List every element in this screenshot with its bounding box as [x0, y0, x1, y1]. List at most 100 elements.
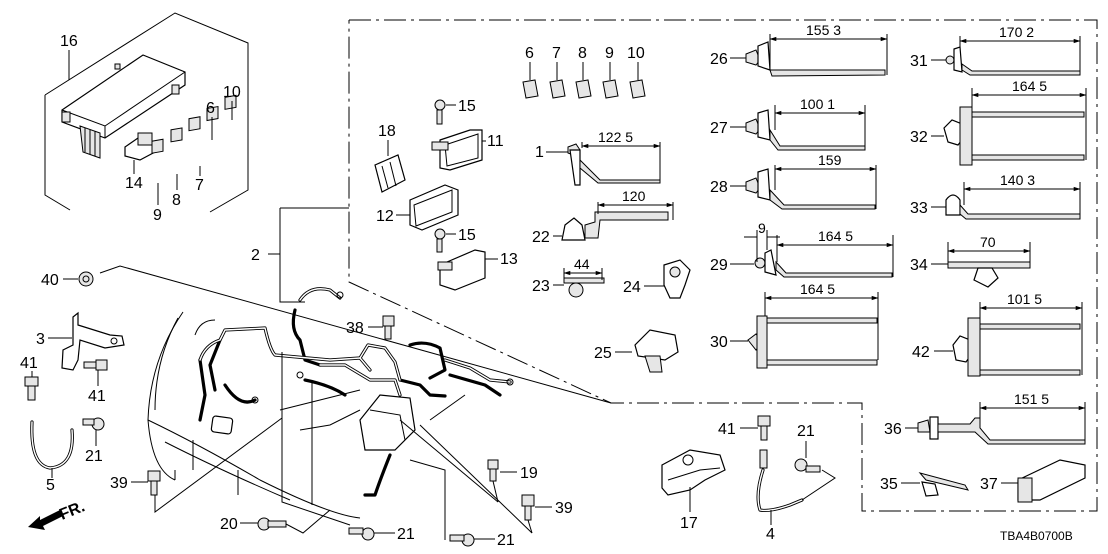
tie-30[interactable]	[747, 315, 878, 369]
callout-5: 5	[46, 477, 55, 494]
fuse-box-group: 16 14 9 8 7 6 10	[44, 12, 249, 224]
callout-9: 9	[605, 45, 614, 62]
clip-7[interactable]	[549, 79, 566, 99]
callout-21-a: 21	[85, 448, 103, 465]
box-11[interactable]	[431, 129, 483, 171]
connector-14[interactable]	[124, 132, 156, 161]
harness-fasteners: 38 21 21 19 39	[346, 315, 573, 549]
ground-cable-5[interactable]	[30, 420, 74, 470]
clip-34[interactable]	[947, 261, 1031, 288]
dim-22: 120	[622, 188, 646, 204]
tie-32[interactable]	[943, 106, 1085, 166]
group-outline	[44, 12, 249, 213]
callout-28: 28	[710, 179, 728, 196]
dim-32: 164 5	[1012, 78, 1047, 94]
cover-17[interactable]	[661, 449, 726, 496]
callout-3: 3	[36, 331, 45, 348]
callout-25: 25	[594, 345, 612, 362]
callout-14: 14	[125, 175, 143, 192]
bolt-21-b[interactable]	[348, 527, 375, 541]
box-12[interactable]	[409, 184, 459, 231]
clip-9[interactable]	[602, 79, 619, 99]
clip-10[interactable]	[629, 79, 646, 99]
callout-30: 30	[710, 334, 728, 351]
callout-41-c: 41	[718, 421, 736, 438]
bolt-38[interactable]	[382, 315, 395, 340]
callout-29: 29	[710, 257, 728, 274]
clip-7-small[interactable]	[188, 116, 201, 132]
tie-42[interactable]	[952, 317, 1081, 377]
clip-25[interactable]	[634, 329, 679, 373]
dim-23: 44	[574, 256, 590, 272]
callout-33: 33	[910, 200, 928, 217]
dim-34: 70	[980, 234, 996, 250]
callout-21-b: 21	[397, 526, 415, 543]
callout-6: 6	[525, 45, 534, 62]
callout-8-small: 8	[172, 192, 181, 209]
callout-32: 32	[910, 129, 928, 146]
tie-33[interactable]	[945, 194, 1081, 220]
callout-10-small: 10	[223, 84, 241, 101]
bolt-41-c[interactable]	[757, 415, 771, 441]
callout-9-small: 9	[153, 207, 162, 224]
callout-2: 2	[251, 247, 260, 264]
callout-13: 13	[500, 251, 518, 268]
bolt-41-a[interactable]	[24, 376, 39, 401]
tie-28[interactable]	[745, 168, 876, 210]
callout-21-d: 21	[797, 423, 815, 440]
tie-27[interactable]	[745, 109, 866, 151]
bolt-15-lower[interactable]	[434, 228, 446, 253]
clip-10-small[interactable]	[224, 94, 237, 110]
clip-23[interactable]	[563, 277, 605, 298]
clip-24[interactable]	[663, 259, 691, 299]
mid-clips: 1 122 5 22 120 23 44 24	[532, 129, 691, 373]
callout-11: 11	[487, 133, 504, 150]
callout-10: 10	[627, 45, 645, 62]
bolt-39-b[interactable]	[521, 494, 535, 521]
callout-15-upper: 15	[458, 98, 476, 115]
relay-boxes: 18 15 11 12 15 13	[374, 98, 518, 291]
callout-41-b: 41	[88, 388, 106, 405]
tie-26[interactable]	[745, 41, 886, 77]
callout-7: 7	[552, 45, 561, 62]
callout-19: 19	[520, 465, 538, 482]
callout-15-lower: 15	[458, 227, 476, 244]
vehicle-front-outline	[147, 311, 361, 519]
callout-1: 1	[535, 144, 544, 161]
kit-outline	[348, 19, 1098, 512]
harness-leaders	[281, 352, 533, 540]
nut-40[interactable]	[78, 271, 94, 287]
bolt-21-d[interactable]	[794, 458, 821, 473]
tie-36[interactable]	[917, 416, 1086, 445]
bolt-20[interactable]	[257, 517, 287, 531]
clip-9-small[interactable]	[151, 138, 164, 154]
bracket-3[interactable]	[61, 311, 125, 371]
front-label: FR.	[57, 498, 87, 523]
clip-37[interactable]	[1017, 459, 1086, 503]
clip-6[interactable]	[522, 79, 539, 99]
callout-6-small: 6	[206, 100, 215, 117]
bolt-41-b[interactable]	[83, 359, 108, 371]
callout-23: 23	[532, 278, 550, 295]
clip-8[interactable]	[575, 79, 592, 99]
box-13[interactable]	[437, 249, 486, 291]
engine-wire-harness-2[interactable]	[198, 287, 514, 497]
front-direction-arrow: FR.	[28, 498, 87, 530]
bolt-21-c[interactable]	[449, 533, 475, 547]
callout-42: 42	[912, 344, 930, 361]
fuse-box-16[interactable]	[61, 54, 186, 159]
bolt-19[interactable]	[487, 459, 499, 482]
dim-33: 140 3	[1000, 172, 1035, 188]
bolt-15-upper[interactable]	[434, 99, 446, 125]
clip-8-small[interactable]	[170, 127, 183, 143]
bolt-21-a[interactable]	[82, 417, 105, 431]
tie-29[interactable]	[754, 249, 893, 278]
bolt-39-a[interactable]	[147, 470, 161, 496]
box-18[interactable]	[374, 154, 406, 193]
tie-31[interactable]	[945, 46, 1081, 76]
clip-1[interactable]	[567, 143, 661, 186]
clip-35[interactable]	[918, 472, 970, 497]
clip-22[interactable]	[561, 211, 669, 241]
ground-cable-4[interactable]	[756, 449, 804, 513]
callout-40: 40	[41, 272, 59, 289]
